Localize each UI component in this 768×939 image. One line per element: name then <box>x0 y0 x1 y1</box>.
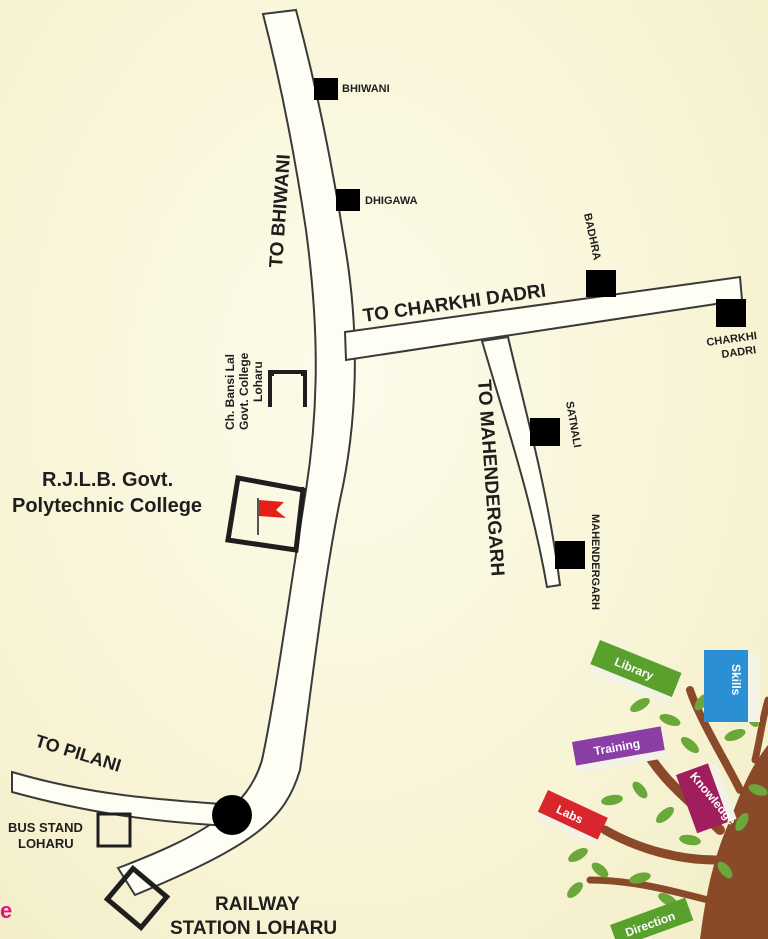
road-label-to-bhiwani: TO BHIWANI <box>266 154 295 269</box>
edge-text-fragment: e <box>0 898 12 923</box>
book-library: Library <box>587 640 682 705</box>
satnali-marker <box>530 418 560 446</box>
book-labs: Labs <box>534 790 608 846</box>
charkhi-dadri-label-2: DADRI <box>721 344 757 361</box>
railway-station-icon <box>103 865 171 931</box>
charkhi-dadri-marker <box>716 299 746 327</box>
badhra-marker <box>586 270 616 297</box>
road-pilani <box>11 770 238 828</box>
polytechnic-college-icon <box>225 475 306 553</box>
govt-college-label-1: Ch. Bansi Lal <box>223 354 237 430</box>
dhigawa-marker <box>336 189 360 211</box>
road-label-to-pilani: TO PILANI <box>33 731 124 776</box>
govt-college-icon <box>268 370 307 407</box>
bus-stand-label-2: LOHARU <box>18 836 74 851</box>
mahendergarh-label: MAHENDERGARH <box>589 514 601 610</box>
book-direction: Direction <box>610 897 694 939</box>
knowledge-tree-illustration: Library Skills Training Knowledge Labs D… <box>534 640 768 939</box>
book-skills: Skills <box>704 650 760 722</box>
book-skills-label: Skills <box>729 664 743 696</box>
bhiwani-label: BHIWANI <box>342 83 390 95</box>
railway-station-label-1: RAILWAY <box>215 894 300 915</box>
book-training: Training <box>572 726 667 774</box>
loharu-junction-marker <box>212 795 252 835</box>
railway-station-label-2: STATION LOHARU <box>170 918 337 939</box>
polytechnic-label-1: R.J.L.B. Govt. <box>42 469 173 491</box>
satnali-label: SATNALI <box>563 400 583 448</box>
road-mahendergarh <box>480 335 562 589</box>
road-main-highway <box>116 8 356 897</box>
govt-college-label-3: Loharu <box>251 361 265 402</box>
dhigawa-label: DHIGAWA <box>365 195 418 207</box>
badhra-label: BADHRA <box>581 212 603 261</box>
tree-trunk <box>700 745 768 939</box>
mahendergarh-marker <box>555 541 585 569</box>
polytechnic-label-2: Polytechnic College <box>12 495 202 517</box>
bus-stand-label-1: BUS STAND <box>8 820 83 835</box>
bhiwani-marker <box>314 78 338 100</box>
bus-stand-icon <box>96 812 132 848</box>
flag-icon <box>259 500 286 518</box>
govt-college-label-2: Govt. College <box>237 352 251 430</box>
